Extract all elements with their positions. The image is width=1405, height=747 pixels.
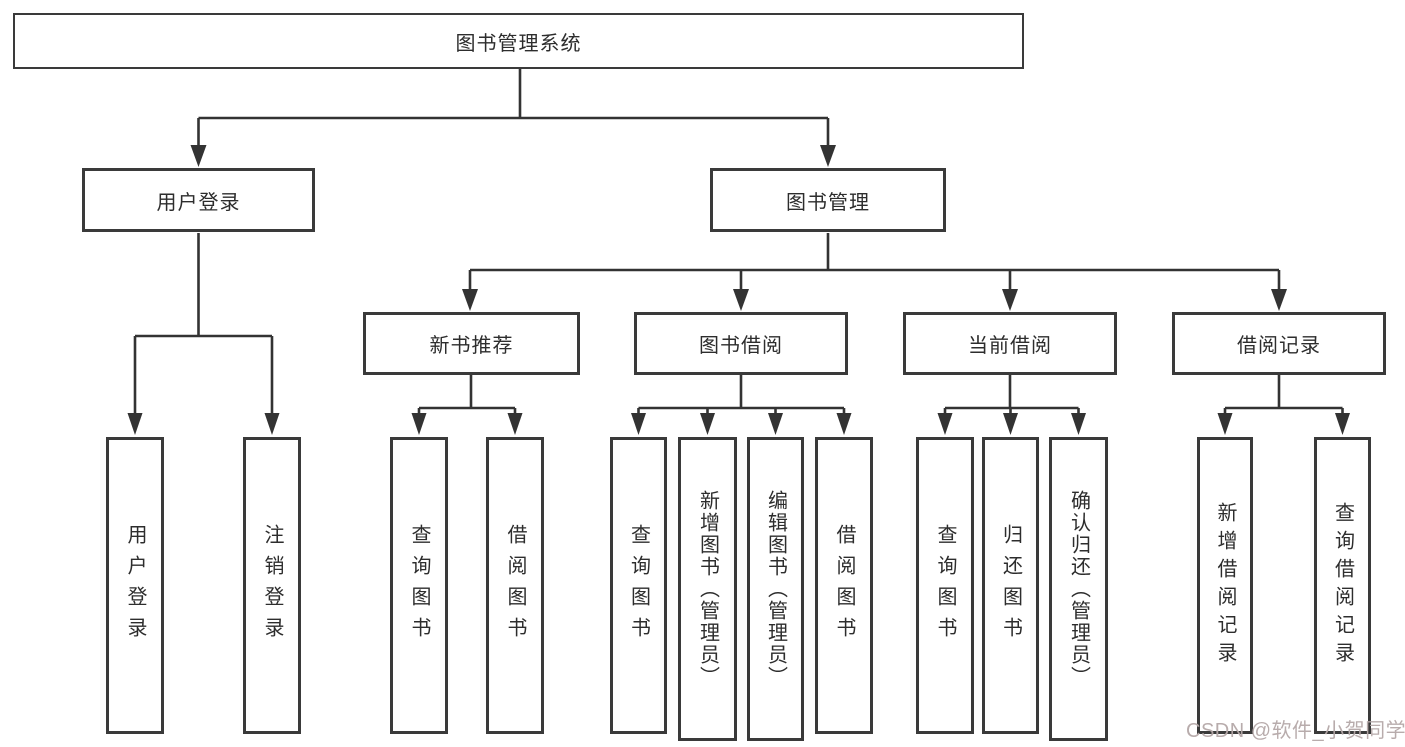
connector-book-management-to-level2 [468, 233, 1281, 292]
leaf-label: 归还图书 [999, 523, 1022, 648]
arrow-down-icon [1003, 413, 1018, 435]
arrow-down-icon [1071, 413, 1086, 435]
leaf-label: 查询图书 [934, 523, 956, 648]
arrow-down-icon [1217, 413, 1233, 435]
leaf-user-login: 用户登录 [106, 437, 164, 734]
leaf-logout: 注销登录 [243, 437, 301, 734]
arrow-down-icon [264, 413, 280, 435]
node-new-book-recommend: 新书推荐 [363, 312, 580, 375]
arrow-down-icon [1271, 289, 1287, 311]
leaf-return-books: 归还图书 [982, 437, 1039, 734]
leaf-query-books: 查询图书 [916, 437, 974, 734]
connector-level2-to-leaves [417, 375, 1344, 416]
connector-root-to-level1 [197, 69, 830, 148]
leaf-label: 查询借阅记录 [1331, 501, 1354, 670]
leaf-label: 借阅图书 [833, 523, 855, 648]
arrow-down-icon [768, 413, 783, 435]
arrow-down-icon [127, 413, 143, 435]
leaf-borrow-books: 借阅图书 [486, 437, 544, 734]
leaf-label: 用户登录 [124, 523, 146, 648]
arrow-down-icon [631, 413, 646, 435]
leaf-edit-books-admin: 编辑图书（管理员） [747, 437, 804, 741]
leaf-add-books-admin: 新增图书（管理员） [678, 437, 737, 741]
arrow-down-icon [411, 413, 427, 435]
arrow-down-icon [937, 413, 953, 435]
watermark: CSDN @软件_小贺同学 [1186, 720, 1405, 742]
arrow-down-icon [733, 289, 749, 311]
arrow-down-icon [462, 289, 478, 311]
leaf-query-books: 查询图书 [610, 437, 667, 734]
node-book-management: 图书管理 [710, 168, 946, 232]
leaf-label: 借阅图书 [504, 523, 526, 648]
arrow-down-icon [836, 413, 852, 435]
leaf-label: 新增图书（管理员） [696, 490, 719, 688]
leaf-borrow-books: 借阅图书 [815, 437, 873, 734]
node-book-borrow: 图书借阅 [634, 312, 848, 375]
leaf-label: 编辑图书（管理员） [764, 490, 787, 688]
node-library-management-system: 图书管理系统 [13, 13, 1024, 69]
node-current-borrow: 当前借阅 [903, 312, 1117, 375]
leaf-add-borrow-record: 新增借阅记录 [1197, 437, 1253, 734]
arrow-down-icon [190, 145, 207, 167]
arrow-down-icon [820, 145, 836, 167]
arrow-down-icon [1002, 289, 1018, 311]
leaf-confirm-return-admin: 确认归还（管理员） [1049, 437, 1108, 741]
leaf-label: 新增借阅记录 [1214, 501, 1236, 670]
arrow-down-icon [1335, 413, 1350, 435]
leaf-label: 查询图书 [627, 523, 650, 648]
leaf-label: 确认归还（管理员） [1067, 490, 1090, 688]
leaf-query-borrow-record: 查询借阅记录 [1314, 437, 1371, 734]
arrow-down-icon [700, 413, 715, 435]
leaf-label: 注销登录 [261, 523, 283, 648]
arrow-down-icon [507, 413, 523, 435]
leaf-label: 查询图书 [408, 523, 430, 648]
node-borrow-records: 借阅记录 [1172, 312, 1386, 375]
connector-user-login-to-leaves [133, 233, 274, 416]
leaf-query-books: 查询图书 [390, 437, 448, 734]
node-user-login: 用户登录 [82, 168, 315, 232]
